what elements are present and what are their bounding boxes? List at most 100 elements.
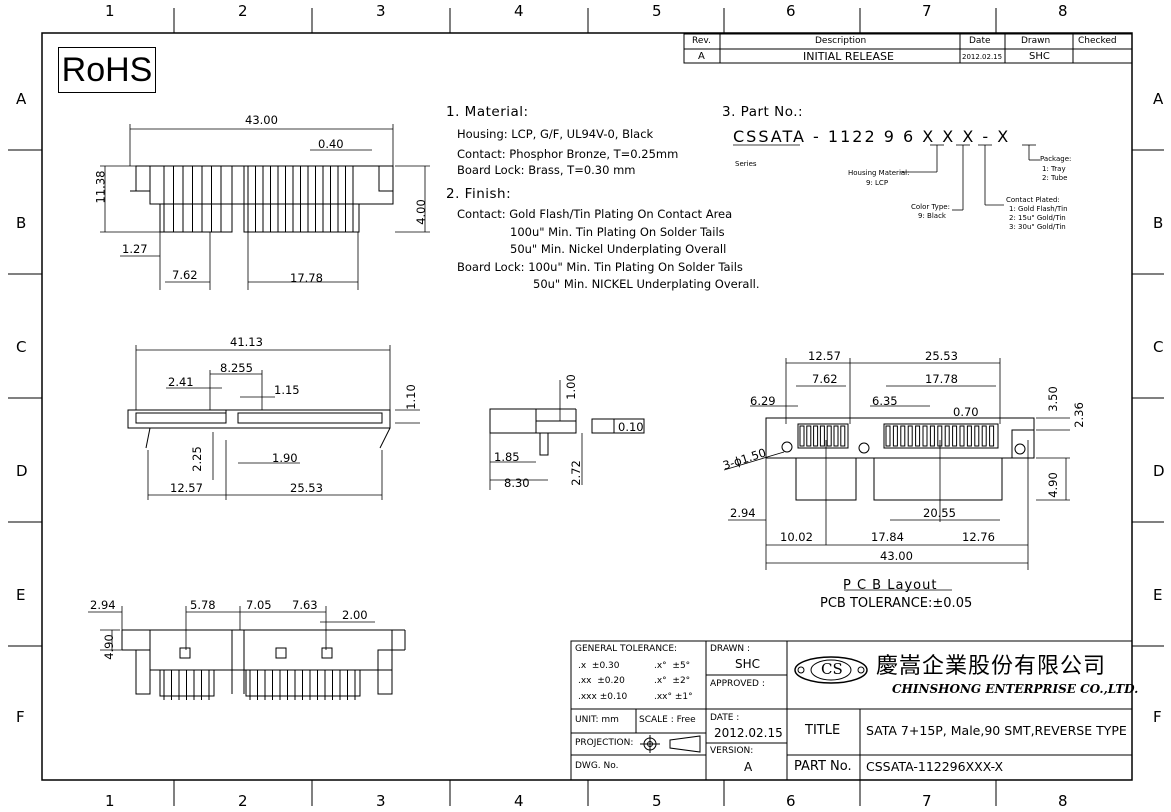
contact-plated-value: 1: Gold Flash/Tin: [1009, 205, 1068, 213]
pcb-dim-lines: [723, 358, 1070, 591]
pcb-tolerance: PCB TOLERANCE:±0.05: [820, 596, 973, 611]
column-label: 6: [786, 792, 796, 810]
pcb-pad: [981, 425, 987, 447]
finish-line: 50u" Min. NICKEL Underplating Overall.: [533, 277, 760, 291]
pcb-pad: [974, 425, 980, 447]
dim-front-2553: 25.53: [290, 481, 323, 495]
tolerance-value: .xxx ±0.10: [578, 692, 628, 702]
pcb-layout-caption: P C B Layout: [843, 578, 938, 593]
dim-pcb-2055: 20.55: [923, 506, 956, 520]
column-label: 4: [514, 2, 524, 20]
row-label: E: [16, 586, 26, 604]
date-label: DATE :: [710, 713, 740, 723]
dim-front-1257: 12.57: [170, 481, 203, 495]
pcb-pad: [819, 425, 825, 447]
series-label: Series: [735, 160, 757, 168]
drawn-value: SHC: [1029, 51, 1050, 62]
dim-front-4113: 41.13: [230, 335, 263, 349]
dim-pcb-635: 6.35: [872, 394, 898, 408]
row-label: F: [1153, 708, 1162, 726]
finish-line: Board Lock: 100u" Min. Tin Plating On So…: [457, 260, 743, 274]
angle-tolerance-value: .x° ±2°: [654, 676, 691, 686]
rev-value: A: [698, 51, 705, 62]
column-label: 5: [652, 792, 662, 810]
pcb-pad: [922, 425, 928, 447]
dim-bottom-200: 2.00: [342, 608, 368, 622]
pcb-pad: [892, 425, 898, 447]
general-tolerance-label: GENERAL TOLERANCE:: [575, 644, 678, 654]
version-value: A: [744, 760, 753, 774]
package-value: 2: Tube: [1042, 174, 1068, 182]
dim-pcb-294: 2.94: [730, 506, 756, 520]
tolerance-value: .xx ±0.20: [578, 676, 625, 686]
column-label: 3: [376, 2, 386, 20]
dim-pcb-236: 2.36: [1071, 402, 1086, 428]
part-title: 3. Part No.:: [722, 104, 804, 120]
housing-material: Housing Material:: [848, 169, 910, 177]
dim-pcb-629: 6.29: [750, 394, 776, 408]
material-title: 1. Material:: [446, 104, 529, 120]
finish-title: 2. Finish:: [446, 186, 512, 202]
dim-front-115: 1.15: [274, 383, 300, 397]
tolerance-value: .x ±0.30: [578, 661, 620, 671]
package-value: 1: Tray: [1042, 165, 1066, 173]
unit-label: UNIT: mm: [575, 715, 619, 725]
projection-icon: [640, 734, 702, 754]
revision-table-lines: [683, 33, 1133, 64]
side-view: [489, 408, 645, 456]
dim-front-8255: 8.255: [220, 361, 253, 375]
dim-side-272: 2.72: [568, 460, 583, 486]
date-value: 2012.02.15: [714, 726, 783, 740]
dim-top-040: 0.40: [318, 137, 344, 151]
version-label: VERSION:: [710, 746, 754, 756]
bottom-dim-lines: [88, 606, 375, 651]
contact-plated-value: 3: 30u" Gold/Tin: [1009, 223, 1066, 231]
column-label: 1: [105, 2, 115, 20]
column-label: 4: [514, 792, 524, 810]
dim-top-400: 4.00: [413, 199, 428, 225]
dim-side-010: 0.10: [618, 420, 644, 434]
contact-plated: Contact Plated:: [1006, 196, 1060, 204]
dim-pcb-1276: 12.76: [962, 530, 995, 544]
drawn-value: SHC: [735, 657, 761, 671]
drawn-label: DRAWN :: [710, 644, 751, 654]
column-label: 1: [105, 792, 115, 810]
pcb-pad: [915, 425, 921, 447]
column-label: 2: [238, 792, 248, 810]
dwg-no-label: DWG. No.: [575, 761, 619, 771]
column-label: 7: [922, 792, 932, 810]
scale-label: SCALE : Free: [639, 715, 696, 725]
pcb-pad: [900, 425, 906, 447]
approved-label: APPROVED :: [710, 679, 765, 689]
column-label: 5: [652, 2, 662, 20]
company-name-english: CHINSHONG ENTERPRISE CO.,LTD.: [892, 682, 1139, 696]
dim-side-100: 1.00: [563, 374, 578, 400]
pcb-pad: [944, 425, 950, 447]
company-name-chinese: 慶嵩企業股份有限公司: [876, 654, 1107, 679]
date-value: 2012.02.15: [962, 53, 1003, 61]
package-label: Package:: [1040, 155, 1072, 163]
row-label: A: [1153, 90, 1164, 108]
row-label: D: [1153, 462, 1165, 480]
rohs-mark: RoHS: [58, 47, 156, 93]
dim-bottom-294: 2.94: [90, 598, 116, 612]
pcb-pad: [885, 425, 891, 447]
part-no-value: CSSATA-112296XXX-X: [866, 759, 1004, 774]
finish-line: 100u" Min. Tin Plating On Solder Tails: [510, 225, 725, 239]
dim-pcb-1002: 10.02: [780, 530, 813, 544]
color-type-value: 9: Black: [918, 212, 946, 220]
material-line: Board Lock: Brass, T=0.30 mm: [457, 163, 636, 177]
pcb-pad: [929, 425, 935, 447]
pcb-pad: [813, 425, 819, 447]
dim-pcb-070: 0.70: [953, 405, 979, 419]
part-leaders: [733, 144, 1040, 211]
dim-front-110: 1.10: [403, 384, 418, 410]
column-label: 8: [1058, 2, 1068, 20]
dim-top-762: 7.62: [172, 268, 198, 282]
dim-bottom-763: 7.63: [292, 598, 318, 612]
column-label: 7: [922, 2, 932, 20]
row-label: E: [1153, 586, 1163, 604]
column-label: 2: [238, 2, 248, 20]
material-line: Housing: LCP, G/F, UL94V-0, Black: [457, 127, 654, 141]
dim-bottom-578: 5.78: [190, 598, 216, 612]
